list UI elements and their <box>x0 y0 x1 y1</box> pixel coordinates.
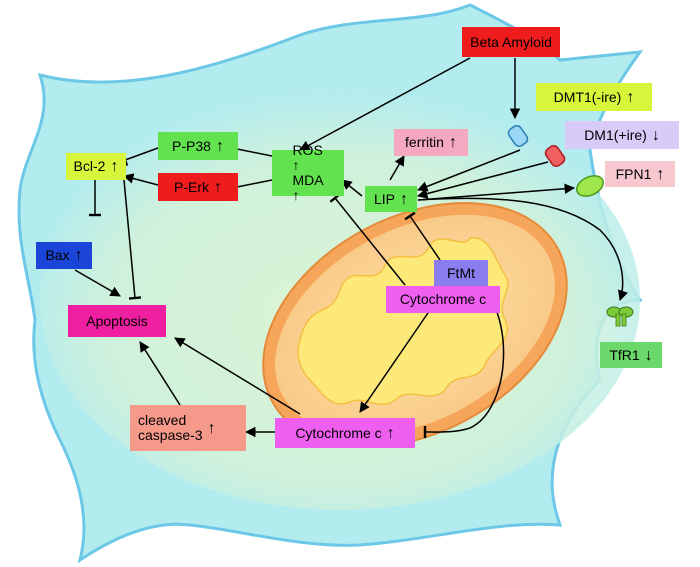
arrow-lip-fpn1 <box>417 183 576 201</box>
p-p38-arrow: ↑ <box>215 137 224 155</box>
arrow-dmt1-lip <box>417 149 521 192</box>
bcl2-box: Bcl-2 ↑ <box>66 153 126 180</box>
fpn1-label: FPN1 <box>615 165 652 182</box>
arrow-bax-apoptosis <box>74 269 121 297</box>
tfr1-box: TfR1 ↓ <box>600 342 662 368</box>
ros-mda-box: ROS ↑ MDA ↑ <box>272 143 344 203</box>
arrow-lip-ros <box>341 179 363 197</box>
caspase-3-label: caspase-3 <box>138 427 203 443</box>
ferritin-label: ferritin <box>405 134 444 150</box>
beta-amyloid-box: Beta Amyloid <box>462 27 560 57</box>
lip-box: LIP ↑ <box>365 186 417 212</box>
arrow-amyloid-ros <box>299 57 471 151</box>
cytochrome-c-mito-label: Cytochrome c <box>399 291 487 307</box>
tfr1-arrow: ↓ <box>644 346 653 364</box>
bax-label: Bax <box>45 247 70 263</box>
tfr1-receptor <box>606 306 634 327</box>
arrow-caspase-apoptosis <box>139 341 181 406</box>
ros-label: ROS <box>292 142 323 158</box>
dm1-channel <box>544 145 566 167</box>
inhibit-bcl2-apoptosis <box>123 179 142 300</box>
inhibit-ros-perk <box>229 179 273 195</box>
cleaved-caspase-box: cleaved caspase-3 ↑ <box>130 405 246 451</box>
arrow-cytoc-apoptosis <box>174 337 301 415</box>
pathway-arrows <box>74 57 628 439</box>
apoptosis-box: Apoptosis <box>68 305 166 337</box>
p-p38-label: P-P38 <box>172 137 211 154</box>
dmt1-label: DMT1(-ire) <box>553 88 622 105</box>
mda-label: MDA <box>292 172 324 188</box>
lip-arrow: ↑ <box>400 190 408 208</box>
tfr1-label: TfR1 <box>609 346 640 363</box>
inhibit-ftmt-lip <box>404 211 441 261</box>
dm1-arrow: ↓ <box>651 126 660 144</box>
mda-arrow: ↑ <box>292 187 300 203</box>
fpn1-box: FPN1 ↑ <box>605 161 675 187</box>
cleaved-label: cleaved <box>138 412 187 428</box>
inhibit-cytoc-ros <box>329 193 406 286</box>
bcl2-arrow: ↑ <box>110 158 119 175</box>
bcl2-label: Bcl-2 <box>73 158 106 174</box>
dmt1-arrow: ↑ <box>626 88 635 106</box>
arrow-dm1-lip <box>416 161 549 199</box>
p-erk-arrow: ↑ <box>214 178 222 196</box>
p-erk-box: P-Erk ↑ <box>158 173 238 201</box>
cytochrome-c-out-label: Cytochrome c <box>295 424 382 441</box>
bax-arrow: ↑ <box>74 247 83 264</box>
beta-amyloid-label: Beta Amyloid <box>470 33 552 50</box>
arrow-perk-bcl2 <box>122 173 159 186</box>
fpn1-arrow: ↑ <box>656 165 665 183</box>
arrow-lip-tfr1 <box>417 197 628 301</box>
p-erk-label: P-Erk <box>174 178 209 195</box>
cytochrome-c-mito-box: Cytochrome c <box>386 286 500 313</box>
dm1-label: DM1(+ire) <box>584 126 647 143</box>
cleaved-caspase-arrow: ↑ <box>207 419 216 437</box>
p-p38-box: P-P38 ↑ <box>158 132 238 160</box>
ferritin-arrow: ↑ <box>448 134 457 151</box>
inhibit-pp38-bcl2 <box>121 147 159 167</box>
ftmt-label: FtMt <box>447 264 475 281</box>
arrow-lip-ferritin <box>389 155 405 181</box>
ftmt-box: FtMt <box>434 260 488 286</box>
dmt1-box: DMT1(-ire) ↑ <box>536 83 652 111</box>
ferritin-box: ferritin ↑ <box>394 129 468 156</box>
ros-arrow: ↑ <box>292 157 300 173</box>
dmt1-channel <box>507 125 529 147</box>
fpn1-transporter <box>576 175 604 197</box>
cytochrome-c-out-arrow: ↑ <box>386 424 395 442</box>
arrow-cytoc-release <box>359 309 431 413</box>
dm1-box: DM1(+ire) ↓ <box>565 121 679 149</box>
bax-box: Bax ↑ <box>36 242 92 269</box>
apoptosis-label: Apoptosis <box>86 312 148 329</box>
lip-label: LIP <box>373 190 395 207</box>
cytochrome-c-out-box: Cytochrome c ↑ <box>275 418 415 448</box>
